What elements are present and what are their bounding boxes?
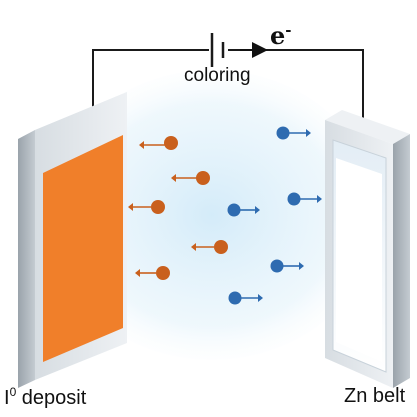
iodine-ion <box>191 240 228 254</box>
electron-label: e- <box>270 23 292 48</box>
left-label-main: I <box>4 387 10 409</box>
left-label-rest: deposit <box>16 387 87 409</box>
left-label-superscript: 0 <box>9 385 17 399</box>
right-electrode-label: Zn belt <box>344 385 406 407</box>
battery-icon <box>210 33 225 67</box>
zinc-ion <box>270 259 304 273</box>
zinc-ions <box>227 126 322 305</box>
electrolyte-region <box>47 70 377 360</box>
iodine-ion <box>135 266 170 280</box>
left-electrode-side <box>18 130 35 388</box>
right-electrode <box>325 110 410 388</box>
iodine-ions <box>128 136 228 280</box>
right-electrode-side <box>393 134 410 388</box>
iodine-ion <box>171 171 210 185</box>
electron-charge: - <box>285 21 292 39</box>
process-label: coloring <box>184 65 251 86</box>
zinc-ion <box>287 192 322 206</box>
iodine-ion <box>128 200 165 214</box>
left-electrode <box>18 92 127 388</box>
iodine-deposit-layer <box>43 135 123 362</box>
zinc-belt-inner <box>336 158 382 362</box>
left-electrode-label: I0 deposit <box>4 386 86 408</box>
iodine-ion <box>139 136 178 150</box>
right-electrode-top <box>325 110 410 144</box>
zinc-ion <box>276 126 311 140</box>
electron-symbol: e <box>270 21 286 50</box>
wire-right <box>228 49 364 118</box>
wire-left <box>92 49 209 112</box>
external-circuit <box>92 49 364 118</box>
zinc-ion <box>228 291 263 305</box>
zinc-ion <box>227 203 260 217</box>
